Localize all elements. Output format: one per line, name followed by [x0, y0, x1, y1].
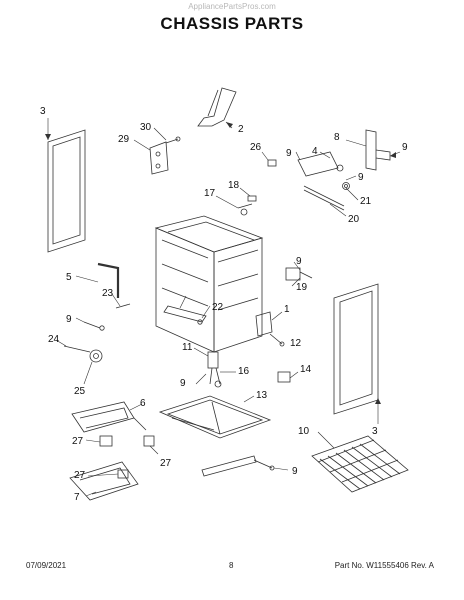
callout-26: 26 [250, 142, 262, 153]
part-23 [115, 303, 131, 309]
callout-25: 25 [74, 386, 86, 397]
callout-21: 21 [360, 196, 372, 207]
part-12-screw [269, 333, 285, 347]
arrowheads [45, 122, 396, 404]
part-door-panel-right [333, 283, 379, 415]
part-9-screw-left [83, 321, 105, 331]
callout-20: 20 [348, 214, 360, 225]
callout-6: 6 [140, 398, 146, 409]
part-bottom-rail [201, 455, 275, 477]
part-4-bracket [297, 151, 344, 177]
part-11-16-igniter [207, 351, 222, 388]
callout-13: 13 [256, 390, 268, 401]
callout-16: 16 [238, 366, 250, 377]
part-30-22-bracket [163, 305, 207, 325]
callout-10: 10 [298, 426, 310, 437]
callout-29: 30 [140, 122, 152, 133]
callout-3-right: 3 [372, 426, 378, 437]
part-10-oven-rack [311, 435, 409, 493]
callout-27-lower: 27 [74, 470, 86, 481]
callout-14: 14 [300, 364, 312, 375]
callout-labels: 3 2 29 30 8 9 26 9 4 9 21 20 17 18 5 23 … [40, 106, 408, 503]
callout-9-mid-right: 9 [296, 256, 302, 267]
part-28 [149, 141, 169, 175]
part-bracket-8 [365, 129, 391, 171]
callout-9-top: 9 [286, 148, 292, 159]
part-door-panel-left [47, 129, 86, 253]
callout-5: 5 [66, 272, 72, 283]
callout-7: 7 [74, 492, 80, 503]
page-title: CHASSIS PARTS [160, 14, 304, 33]
part-5-wire [97, 262, 120, 298]
part-bracket-2 [197, 87, 237, 127]
callout-17: 17 [204, 188, 216, 199]
part-24-25-knob [63, 345, 103, 363]
callout-9-center: 9 [180, 378, 186, 389]
callout-28: 29 [118, 134, 130, 145]
callout-9-left: 9 [66, 314, 72, 325]
callout-2: 2 [238, 124, 244, 135]
part-14 [277, 371, 291, 383]
callout-8: 8 [334, 132, 340, 143]
part-6-bake-element [71, 401, 147, 433]
callout-27-upper: 27 [72, 436, 84, 447]
footer-date: 07/09/2021 [26, 561, 67, 570]
part-1-bracket [255, 311, 273, 337]
part-19-block [285, 267, 313, 281]
part-oven-cavity [154, 215, 264, 353]
part-17-18 [237, 195, 257, 216]
callout-18: 18 [228, 180, 240, 191]
part-21-bushing [342, 182, 350, 190]
callout-23: 23 [102, 288, 114, 299]
callout-9-right: 9 [358, 172, 364, 183]
watermark: AppliancePartsPros.com [188, 2, 276, 11]
callout-19: 19 [296, 282, 308, 293]
part-screw-29 [165, 136, 181, 144]
callout-27-right: 27 [160, 458, 172, 469]
part-26-clip [267, 159, 277, 167]
part-27-clips [99, 435, 155, 479]
footer-page-number: 8 [229, 561, 234, 570]
callout-3-left: 3 [40, 106, 46, 117]
leader-lines [47, 118, 401, 497]
callout-12: 12 [290, 338, 302, 349]
callout-4: 4 [312, 146, 318, 157]
callout-11: 11 [182, 342, 193, 353]
callout-9-bottom: 9 [292, 466, 298, 477]
callout-9-top-right: 9 [402, 142, 408, 153]
part-13-bottom-pan [158, 395, 272, 439]
callout-22: 22 [212, 302, 224, 313]
part-7-broil-element [69, 461, 139, 501]
part-20-rod [303, 185, 345, 211]
callout-24: 24 [48, 334, 60, 345]
callout-1: 1 [284, 304, 290, 315]
footer-part-number: Part No. W11555406 Rev. A [334, 561, 434, 570]
